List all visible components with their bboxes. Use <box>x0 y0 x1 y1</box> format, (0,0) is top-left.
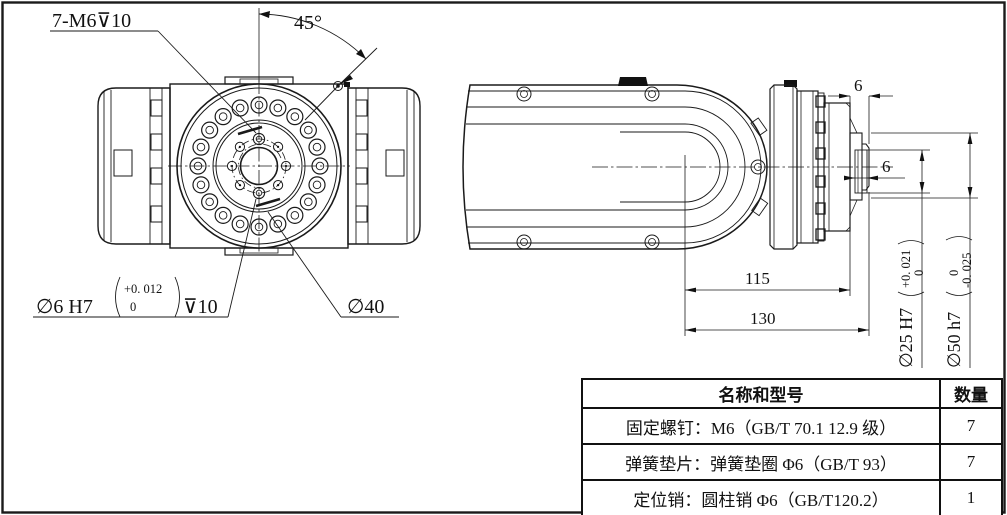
dim-6-top: 6 <box>854 76 863 95</box>
dowel-callout-dia: ∅6 H7 <box>36 296 93 318</box>
right-motor-window <box>385 149 405 177</box>
part-name: 弹簧垫片：弹簧垫圈 Φ6（GB/T 93） <box>581 443 941 481</box>
part-qty: 7 <box>939 443 1003 481</box>
part-qty: 1 <box>939 479 1003 515</box>
parts-table-header-row: 名称和型号 数量 <box>581 378 1003 409</box>
shaft50-tol-lower: -0. 025 <box>960 253 974 288</box>
front-view <box>97 8 421 256</box>
thread-callout-label: 7-M6⊽10 <box>52 10 131 32</box>
header-qty: 数量 <box>939 378 1003 409</box>
table-row: 固定螺钉：M6（GB/T 70.1 12.9 级） 7 <box>581 407 1003 445</box>
side-view-dimensions <box>684 93 978 368</box>
output-shaft-end <box>849 117 870 217</box>
front-view-annotations <box>33 11 399 318</box>
table-row: 弹簧垫片：弹簧垫圈 Φ6（GB/T 93） 7 <box>581 443 1003 481</box>
dim-6-mid: 6 <box>882 157 891 176</box>
dowel-tol-lower: 0 <box>130 300 136 314</box>
shaft50-tol-upper: 0 <box>947 270 961 276</box>
bore25-label: ∅25 H7 <box>896 308 916 368</box>
part-name: 固定螺钉：M6（GB/T 70.1 12.9 级） <box>581 407 941 445</box>
side-body-outline <box>462 84 768 250</box>
bore25-tol-upper: +0. 021 <box>899 250 913 288</box>
angle-label: 45° <box>294 12 322 34</box>
shaft50-label: ∅50 h7 <box>944 312 964 368</box>
dowel-depth: ⊽10 <box>183 296 218 318</box>
part-name: 定位销：圆柱销 Φ6（GB/T120.2） <box>581 479 941 515</box>
part-qty: 7 <box>939 407 1003 445</box>
table-row: 定位销：圆柱销 Φ6（GB/T120.2） 1 <box>581 479 1003 515</box>
right-motor <box>347 87 421 245</box>
dim-115: 115 <box>745 269 770 288</box>
header-name: 名称和型号 <box>581 378 941 409</box>
parts-table: 名称和型号 数量 固定螺钉：M6（GB/T 70.1 12.9 级） 7 弹簧垫… <box>581 378 1003 515</box>
dim-130: 130 <box>750 309 776 328</box>
side-view <box>462 77 893 250</box>
side-body-screws <box>516 86 660 250</box>
bore40-label: ∅40 <box>347 296 384 318</box>
left-motor-window <box>113 149 133 177</box>
left-motor <box>97 87 171 245</box>
bore25-tol-lower: 0 <box>912 270 926 276</box>
bolt-ring <box>189 96 329 236</box>
dowel-tol-upper: +0. 012 <box>124 282 162 296</box>
corner-screw <box>333 81 343 91</box>
